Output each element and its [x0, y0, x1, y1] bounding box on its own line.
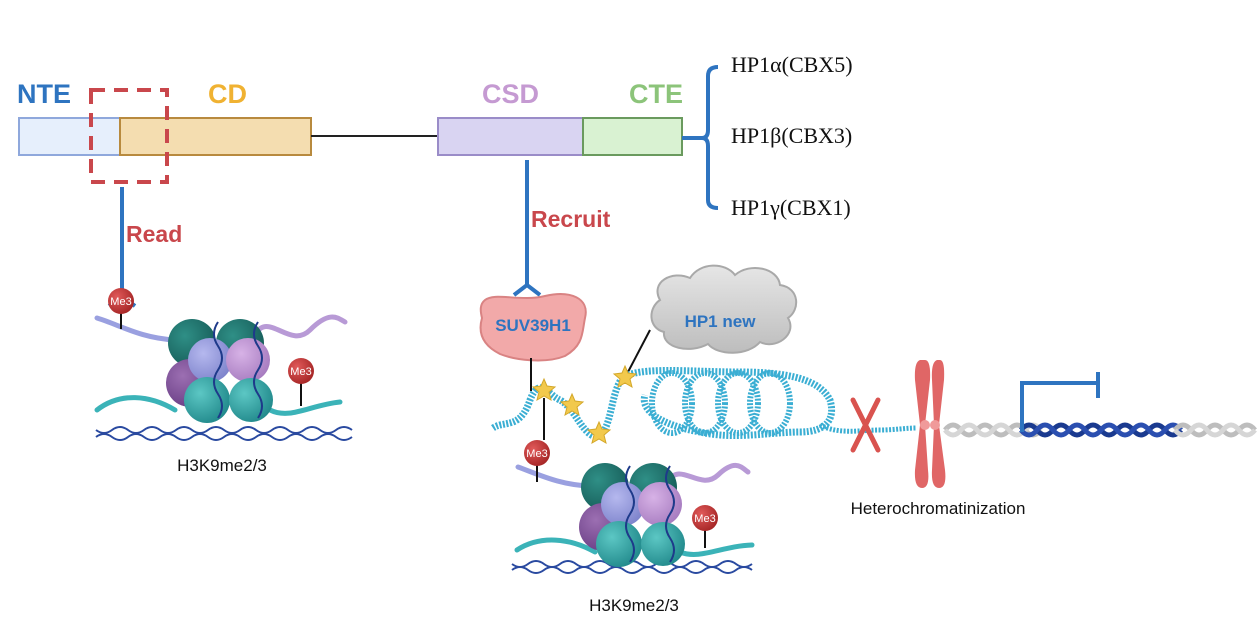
isoform-hp1-gamma: HP1γ(CBX1) — [731, 195, 851, 220]
me3-mark-icon — [524, 440, 550, 466]
histone-tail-icon — [94, 395, 178, 413]
histone-tail-icon — [252, 314, 348, 339]
chromatin-coil — [649, 370, 695, 436]
right-nucleosome-caption: H3K9me2/3 — [589, 596, 679, 615]
histone-icon — [601, 482, 645, 526]
transcription-blocked-icon — [1020, 372, 1100, 432]
chromatin-fiber — [491, 364, 918, 445]
dna-strand-icon — [511, 566, 753, 574]
chromatin-coil — [682, 370, 728, 436]
histone-icon — [226, 338, 270, 382]
histone-icon — [638, 482, 682, 526]
histone-icon — [229, 378, 273, 422]
histone-icon — [184, 377, 230, 423]
me3-label: Me3 — [694, 513, 715, 525]
cte-domain — [582, 117, 683, 156]
suv39h1-enzyme: SUV39H1 — [479, 293, 587, 391]
cte-label: CTE — [629, 79, 683, 109]
nte-domain — [18, 117, 121, 156]
chromatin-coil — [715, 370, 761, 436]
histone-icon — [188, 338, 232, 382]
hp1-new-protein: HP1 new — [627, 264, 798, 373]
star-icon — [586, 420, 612, 445]
left-nucleosome: Me3 Me3 H3K9me2/3 — [94, 288, 353, 475]
cd-label: CD — [208, 79, 247, 109]
star-icon — [612, 364, 638, 389]
histone-tail-icon — [514, 537, 598, 555]
read-connector: Read — [107, 187, 182, 308]
chromodomain-highlight-box — [89, 88, 169, 184]
block-x-icon — [850, 397, 881, 453]
histone-icon — [596, 521, 642, 567]
chromatin-strand — [491, 375, 626, 440]
me3-label: Me3 — [290, 366, 311, 378]
isoform-bracket: HP1α(CBX5) HP1β(CBX3) HP1γ(CBX1) — [682, 52, 853, 220]
star-icon — [531, 377, 557, 402]
heterochromatinization-panel: Heterochromatinization — [850, 360, 1257, 518]
csd-label: CSD — [482, 79, 539, 109]
me3-mark-icon — [692, 505, 718, 531]
read-label: Read — [126, 221, 182, 247]
chromatin-coil — [747, 370, 793, 436]
histone-icon — [641, 522, 685, 566]
histone-tail-icon — [677, 542, 755, 557]
csd-domain — [437, 117, 584, 156]
histone-tail-icon — [665, 463, 751, 485]
bracket-icon — [682, 65, 719, 210]
enzyme-blob-icon — [479, 293, 587, 362]
left-nucleosome-caption: H3K9me2/3 — [177, 456, 267, 475]
isoform-hp1-alpha: HP1α(CBX5) — [731, 52, 853, 77]
isoform-hp1-beta: HP1β(CBX3) — [731, 123, 852, 148]
recruit-label: Recruit — [531, 206, 611, 232]
cloud-icon — [650, 264, 798, 354]
me3-mark-icon — [108, 288, 134, 314]
hp1-domain-structure: NTE CD CSD CTE — [17, 79, 683, 184]
me3-mark-icon — [288, 358, 314, 384]
recruit-connector: Recruit — [512, 160, 611, 297]
histone-tail-icon — [267, 399, 343, 416]
me3-label: Me3 — [526, 448, 547, 460]
reader-fork-icon — [512, 282, 542, 297]
nte-label: NTE — [17, 79, 71, 109]
me3-label: Me3 — [110, 296, 131, 308]
right-nucleosome: Me3 Me3 H3K9me2/3 — [511, 398, 755, 615]
cd-domain — [119, 117, 312, 156]
hp1-new-label: HP1 new — [685, 312, 757, 331]
star-icon — [559, 392, 585, 417]
suv39h1-label: SUV39H1 — [495, 316, 571, 335]
dna-strand-icon — [95, 433, 353, 441]
heterochromatinization-caption: Heterochromatinization — [851, 499, 1026, 518]
